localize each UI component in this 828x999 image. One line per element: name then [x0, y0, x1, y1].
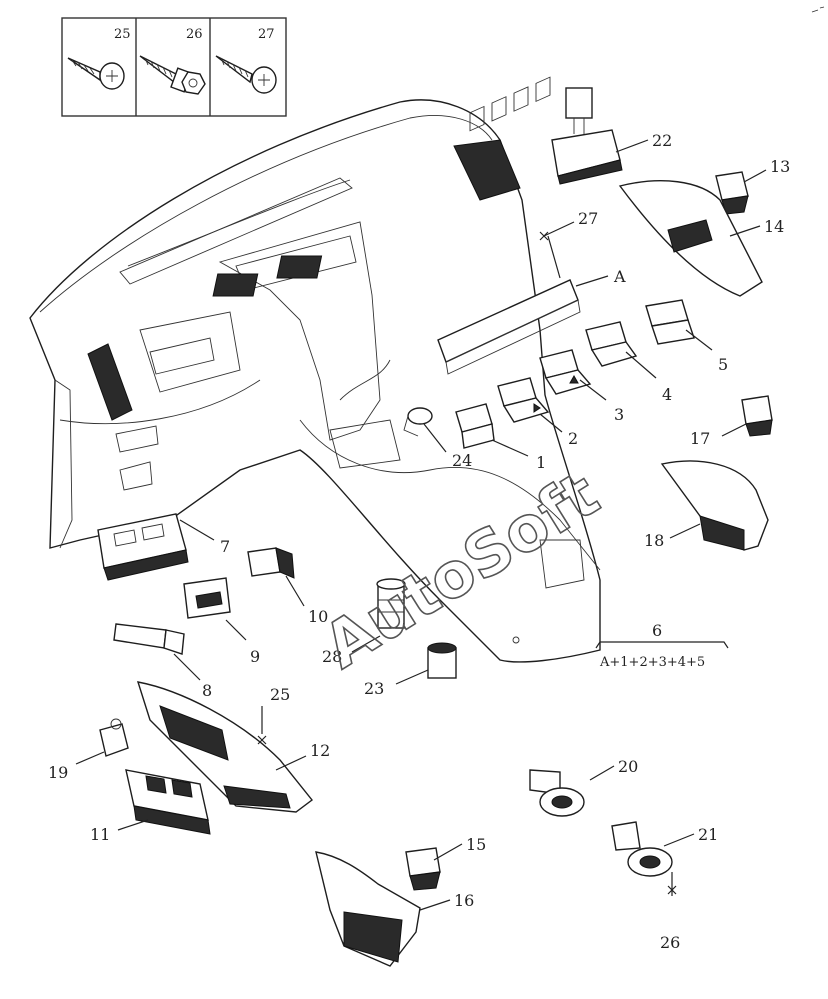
callout-17: 17: [690, 429, 710, 448]
part-14-icon: [618, 180, 763, 297]
callout-1: 1: [536, 453, 546, 472]
callout-27: 27: [578, 209, 598, 228]
part-7-icon: [97, 513, 189, 581]
callout-6: 6: [652, 621, 662, 640]
screw-25-icon: [67, 57, 125, 90]
callout-26: 26: [660, 933, 680, 952]
callout-10: 10: [308, 607, 328, 626]
callout-19: 19: [48, 763, 68, 782]
part-12-icon: [136, 681, 313, 813]
center-vent-left: [212, 273, 259, 297]
part-19-icon: [99, 718, 129, 757]
left-side-vent: [87, 343, 133, 421]
callout-12: 12: [310, 741, 330, 760]
switch-1-icon: [455, 403, 495, 449]
callout-14: 14: [764, 217, 784, 236]
callout-6-formula: A+1+2+3+4+5: [599, 655, 705, 670]
callout-A: A: [613, 267, 626, 286]
callout-16: 16: [454, 891, 474, 910]
callout-15: 15: [466, 835, 486, 854]
part-23-icon: [427, 642, 457, 679]
callout-21: 21: [698, 825, 718, 844]
part-17-icon: [741, 395, 773, 437]
callout-7: 7: [220, 537, 230, 556]
screw-26-icon: [139, 55, 206, 95]
callout-23: 23: [364, 679, 384, 698]
part-22-icon: [551, 87, 623, 185]
switch-5-icon: [645, 299, 695, 345]
screw-26-label: 26: [186, 27, 203, 42]
screw-inset: 25 26 27: [61, 17, 287, 117]
part-21-icon: [611, 821, 673, 877]
callout-20: 20: [618, 757, 638, 776]
part-9-icon: [183, 577, 231, 619]
part-8-icon: [113, 623, 185, 655]
callout-24: 24: [452, 451, 472, 470]
part-15-icon: [405, 847, 441, 891]
part-13-icon: [715, 171, 749, 215]
x-marker-26: [667, 885, 677, 895]
switch-2-icon: [497, 377, 550, 423]
screw-25-label: 25: [114, 27, 131, 42]
switch-3-icon: [539, 349, 592, 395]
callout-8: 8: [202, 681, 212, 700]
part-10-icon: [247, 547, 295, 579]
switch-bank-A: [437, 76, 581, 375]
callout-22: 22: [652, 131, 672, 150]
part-24-icon: [403, 407, 433, 437]
callout-4: 4: [662, 385, 672, 404]
callout-9: 9: [250, 647, 260, 666]
corner-mark: [811, 6, 825, 13]
dashboard-outline: [29, 99, 601, 663]
callout-numbers: 22 13 14 27 A 5 4 3 2 1 24 17 18 7 10 9 …: [48, 131, 790, 952]
callout-3: 3: [614, 405, 624, 424]
right-side-vent: [453, 139, 521, 201]
callout-2: 2: [568, 429, 578, 448]
callout-18: 18: [644, 531, 664, 550]
callout-13: 13: [770, 157, 790, 176]
center-vent-right: [276, 255, 323, 279]
callout-5: 5: [718, 355, 728, 374]
part-16-icon: [315, 851, 421, 967]
callout-28: 28: [322, 647, 342, 666]
callout-11: 11: [90, 825, 110, 844]
x-marker-27: [539, 231, 549, 241]
assembly-bracket-6: [595, 641, 729, 649]
part-20-icon: [529, 769, 585, 817]
switch-4-icon: [585, 321, 638, 367]
callout-25: 25: [270, 685, 290, 704]
x-marker-25: [257, 735, 267, 745]
part-11-icon: [125, 769, 211, 835]
part-18-icon: [660, 460, 769, 551]
part-28-icon: [376, 578, 406, 629]
screw-inset-frame: [61, 17, 287, 117]
dashboard-assembly: [29, 99, 601, 663]
leader-lines: [75, 139, 767, 911]
screw-27-label: 27: [258, 27, 275, 42]
screw-27-icon: [215, 55, 277, 94]
